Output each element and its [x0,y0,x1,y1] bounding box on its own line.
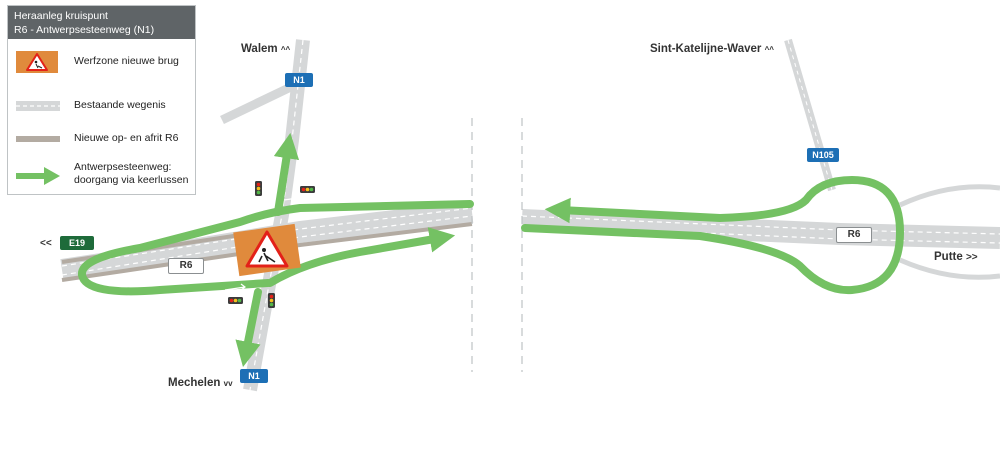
detour-east-loop [521,176,904,295]
work-zone-icon [16,51,58,73]
legend-item-new-ramp: Nieuwe op- en afrit R6 [14,128,192,150]
road-putte-loop [898,184,1000,280]
map-break [471,118,523,372]
shield-n1-top: N1 [285,73,313,87]
detour-south [235,288,262,368]
shield-r6-west: R6 [168,258,204,274]
legend-label-detour-line2: doorgang via keerlussen [74,174,189,186]
place-walem-label: Walem [241,43,278,55]
direction-down-mechelen: vv [223,379,233,388]
direction-left-e19: << [40,238,52,249]
traffic-lights [228,181,315,308]
legend-item-work-zone: Werfzone nieuwe brug [14,51,192,73]
legend-label-detour-line1: Antwerpsesteenweg: [74,161,172,173]
legend-label-detour: Antwerpsesteenweg: doorgang via keerluss… [74,161,188,187]
legend-title-line2: R6 - Antwerpsesteenweg (N1) [14,24,155,36]
detour-north [273,132,300,216]
road-n105 [784,38,836,192]
work-zone [233,223,301,277]
legend-label-work-zone: Werfzone nieuwe brug [74,55,179,67]
shield-n105: N105 [807,148,839,162]
detour-west-loop [78,200,474,296]
direction-up-skw: ^^ [764,45,774,54]
shield-n1-bottom: N1 [240,369,268,383]
legend-item-existing-road: Bestaande wegenis [14,95,192,117]
green-arrow-icon [16,167,60,185]
shield-e19: E19 [60,236,94,250]
place-putte-label: Putte [934,251,963,263]
legend-item-detour: Antwerpsesteenweg: doorgang via keerluss… [14,161,192,191]
place-sint-katelijne-label: Sint-Katelijne-Waver [650,43,762,55]
existing-road-icon [16,101,60,111]
detour-routes [78,132,904,368]
place-mechelen-label: Mechelen [168,377,221,389]
legend-label-new-ramp: Nieuwe op- en afrit R6 [74,132,179,144]
road-r6-east [521,209,1000,249]
legend-label-existing-road: Bestaande wegenis [74,99,166,111]
direction-up-walem: ^^ [280,45,291,54]
legend-title: Heraanleg kruispunt R6 - Antwerpsesteenw… [8,6,195,39]
lane-arrows [224,197,299,291]
place-sint-katelijne-waver: Sint-Katelijne-Waver ^^ [650,42,774,57]
existing-roads [60,38,1000,392]
place-mechelen: Mechelen vv [168,376,233,391]
legend-title-line1: Heraanleg kruispunt [14,10,108,22]
map-legend: Heraanleg kruispunt R6 - Antwerpsesteenw… [7,5,196,195]
place-walem: Walem ^^ [241,42,290,57]
direction-right-putte: >> [965,252,978,263]
detour-east-arrow [266,227,456,287]
new-ramp-icon [16,136,60,142]
shield-r6-east: R6 [836,227,872,243]
road-walem-side [220,80,297,125]
place-putte: Putte >> [934,250,978,265]
